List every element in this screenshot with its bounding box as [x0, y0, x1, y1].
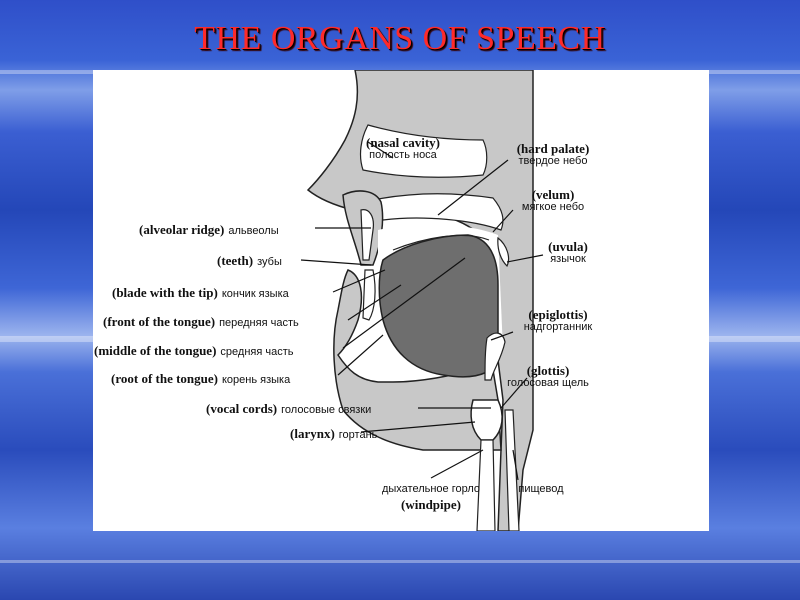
glottis-label: (glottis): [526, 363, 570, 378]
leader-root: [337, 334, 384, 376]
esophagus-label-ru: пищевод: [518, 483, 564, 495]
leader-front: [347, 284, 402, 321]
leader-glottis: [500, 377, 528, 409]
leader-lines: [300, 141, 544, 481]
leader-velum: [492, 209, 514, 233]
windpipe-label: (windpipe): [401, 497, 461, 512]
front-tongue-label: (front of the tongue) передняя часть: [103, 314, 299, 330]
middle-tongue-ru: средняя часть: [220, 346, 294, 358]
middle-tongue-label: (middle of the tongue) средняя часть: [94, 343, 294, 359]
hard-palate: [372, 193, 504, 231]
lower-tooth: [362, 269, 376, 321]
leader-epiglottis: [490, 331, 514, 341]
uvula: [497, 236, 510, 268]
leader-nasal: [367, 141, 394, 159]
leader-uvula: [506, 254, 544, 263]
tongue-outline: [392, 234, 490, 251]
vocal-cords-ru: голосовые связки: [281, 404, 372, 416]
windpipe: [476, 439, 496, 531]
background-streak: [0, 560, 800, 563]
uvula-label-ru: язычок: [550, 253, 586, 265]
epiglottis-label: (epiglottis): [528, 307, 588, 322]
front-tongue-en: (front of the tongue): [103, 314, 216, 329]
upper-tooth: [360, 209, 374, 261]
glottis-label-ru: голосовая щель: [507, 377, 589, 389]
windpipe-label-ru: дыхательное горло: [381, 483, 481, 495]
nasal-cavity: [359, 124, 488, 178]
leader-blade: [332, 269, 386, 293]
vocal-cords-en: (vocal cords): [206, 401, 278, 416]
blade-label: (blade with the tip) кончик языка: [112, 285, 289, 301]
uvula-label: (uvula): [548, 239, 588, 254]
leader-esophagus: [512, 449, 519, 481]
slide-title: THE ORGANS OF SPEECH: [194, 20, 606, 57]
leader-teeth: [300, 259, 372, 266]
teeth-ru: зубы: [257, 256, 282, 268]
front-tongue-ru: передняя часть: [219, 317, 299, 329]
velum-label: (velum): [531, 187, 575, 202]
larynx-en: (larynx): [290, 426, 335, 441]
esophagus: [504, 409, 520, 531]
root-tongue-en: (root of the tongue): [111, 371, 218, 386]
root-tongue-label: (root of the tongue) корень языка: [111, 371, 290, 387]
larynx-label: (larynx) гортань: [290, 426, 377, 442]
hard-palate-label: (hard palate): [516, 141, 590, 156]
vocal-cords-label: (vocal cords) голосовые связки: [206, 401, 371, 417]
alveolar-ridge-label: (alveolar ridge) альвеолы: [139, 222, 279, 238]
diagram-panel: (nasal cavity) полость носа (hard palate…: [93, 70, 709, 531]
middle-tongue-en: (middle of the tongue): [94, 343, 217, 358]
teeth-en: (teeth): [217, 253, 254, 268]
velum-label-ru: мягкое небо: [521, 201, 585, 213]
nasal-cavity-label-ru: полость носа: [369, 149, 437, 161]
vocal-tract-diagram: [300, 70, 544, 531]
larynx-ru: гортань: [338, 429, 378, 441]
leader-middle: [342, 257, 466, 349]
blade-en: (blade with the tip): [112, 285, 218, 300]
alveolar-ridge-en: (alveolar ridge): [139, 222, 225, 237]
leader-windpipe: [430, 449, 484, 479]
teeth-label: (teeth) зубы: [217, 253, 282, 269]
leader-hard-palate: [437, 159, 509, 216]
leader-larynx: [360, 421, 476, 433]
hard-palate-label-ru: твердое небо: [518, 155, 588, 167]
blade-ru: кончик языка: [221, 288, 289, 300]
epiglottis: [484, 332, 506, 381]
root-tongue-ru: корень языка: [222, 374, 291, 386]
nasal-cavity-label: (nasal cavity): [365, 135, 441, 150]
alveolar-ridge-ru: альвеолы: [228, 225, 279, 237]
larynx: [470, 399, 503, 441]
epiglottis-label-ru: надгортанник: [523, 321, 593, 333]
